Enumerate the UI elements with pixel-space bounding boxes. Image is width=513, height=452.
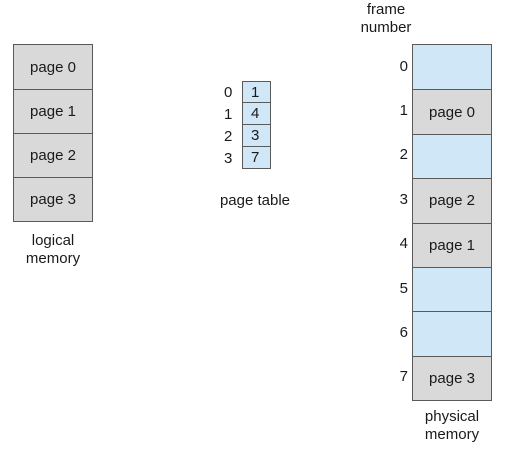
- logical-page-0: page 0: [14, 45, 92, 89]
- frame-number-header-line1: frame: [366, 1, 406, 18]
- frame-number: 7: [399, 368, 408, 386]
- page-table-row: 0 1: [222, 81, 271, 103]
- physical-memory-label-line1: physical: [424, 408, 480, 425]
- frame-number-header-line2: number: [360, 19, 412, 36]
- page-table-entry: 4: [242, 103, 271, 125]
- frame-number-header: frame number: [348, 1, 424, 37]
- physical-frame-3: page 2: [413, 178, 491, 223]
- frame-number: 5: [399, 279, 408, 297]
- page-table-index: 2: [224, 127, 233, 145]
- frame-number: 1: [399, 102, 408, 120]
- physical-frame-4: page 1: [413, 222, 491, 267]
- page-table-row: 2 3: [222, 125, 271, 147]
- page-table-entry: 3: [242, 125, 271, 147]
- page-table-index: 1: [224, 105, 233, 123]
- page-table-entry: 7: [242, 147, 271, 169]
- logical-page-1: page 1: [14, 89, 92, 133]
- logical-memory-label: logical memory: [13, 232, 93, 268]
- frame-number: 2: [399, 146, 408, 164]
- page-table-row: 3 7: [222, 147, 271, 169]
- logical-page-2: page 2: [14, 133, 92, 177]
- frame-number: 4: [399, 235, 408, 253]
- frame-number: 0: [399, 57, 408, 75]
- physical-memory-label: physical memory: [412, 408, 492, 444]
- page-table-row: 1 4: [222, 103, 271, 125]
- frame-number: 6: [399, 324, 408, 342]
- logical-memory-label-line1: logical: [31, 232, 75, 249]
- logical-page-3: page 3: [14, 177, 92, 221]
- physical-frame-0: [413, 45, 491, 90]
- page-table-index: 3: [224, 149, 233, 167]
- physical-frame-6: [413, 311, 491, 356]
- page-table: 0 1 1 4 2 3 3 7: [222, 81, 271, 169]
- logical-memory: page 0 page 1 page 2 page 3: [13, 44, 93, 222]
- physical-frame-1: page 0: [413, 89, 491, 134]
- page-table-label: page table: [219, 192, 291, 209]
- physical-frame-5: [413, 266, 491, 312]
- page-table-index: 0: [224, 83, 233, 101]
- physical-frame-7: page 3: [413, 355, 491, 401]
- physical-memory-label-line2: memory: [424, 426, 480, 443]
- page-table-entry: 1: [242, 81, 271, 103]
- frame-numbers: 0 1 2 3 4 5 6 7: [392, 44, 408, 399]
- frame-number: 3: [399, 190, 408, 208]
- physical-memory: page 0 page 2 page 1 page 3: [412, 44, 492, 402]
- physical-frame-2: [413, 133, 491, 179]
- logical-memory-label-line2: memory: [25, 250, 81, 267]
